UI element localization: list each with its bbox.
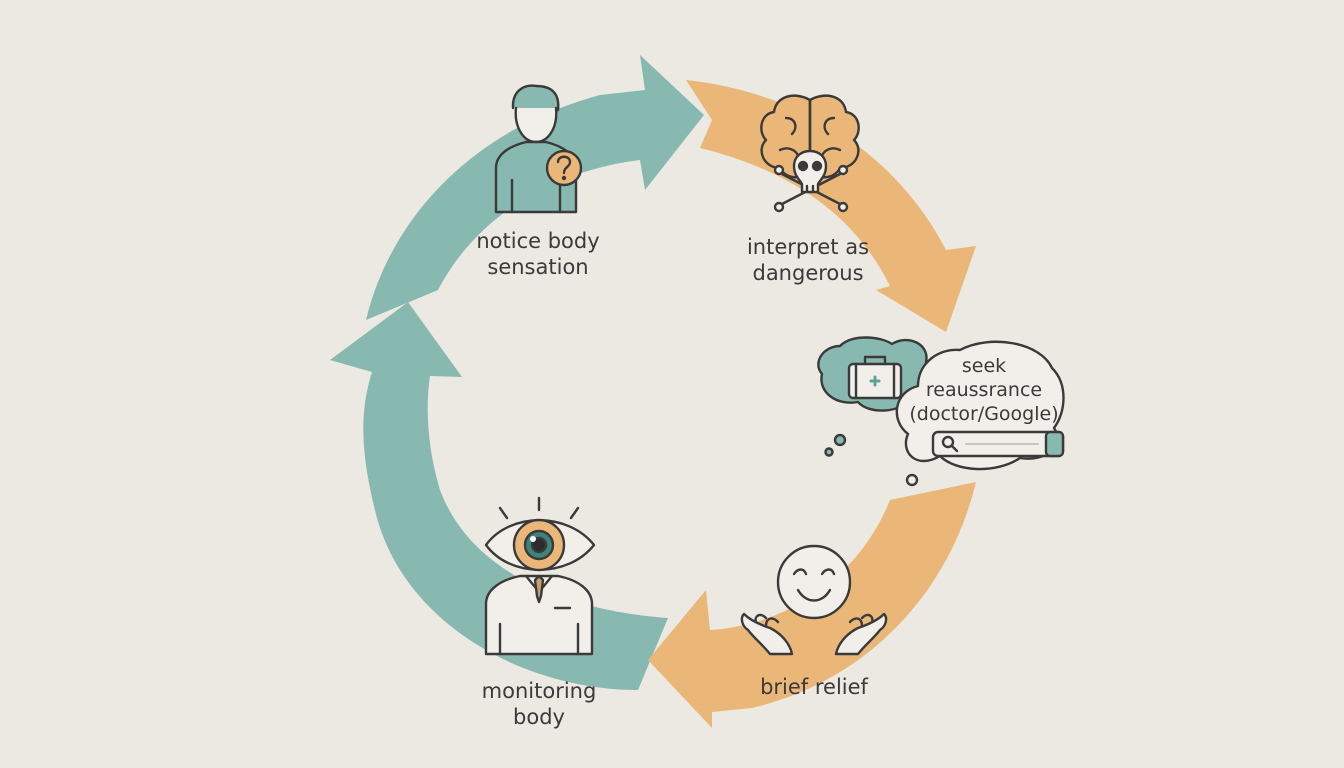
- stage-label-relief: brief relief: [730, 674, 898, 700]
- stage-label-seek-line-2: reaussrance: [925, 379, 1043, 401]
- stage-label-seek: seek reaussrance (doctor/Google): [898, 354, 1070, 426]
- person-question-icon: [494, 84, 583, 214]
- brain-skull-icon: [760, 94, 860, 213]
- stage-label-interpret-line-2: dangerous: [752, 261, 864, 285]
- search-icon: [941, 435, 955, 449]
- stage-label-interpret-line-1: interpret as: [746, 235, 870, 259]
- stage-label-notice-line-2: sensation: [487, 255, 589, 279]
- stage-label-relief-line-1: brief relief: [760, 675, 868, 699]
- stage-label-interpret: interpret as dangerous: [718, 234, 898, 286]
- stage-label-seek-line-3: (doctor/Google): [909, 403, 1059, 425]
- cycle-arrow-monitor-to-notice: [330, 302, 668, 690]
- eye-person-icon: [484, 496, 596, 656]
- stage-label-notice-line-1: notice body: [476, 229, 600, 253]
- stage-label-monitor: monitoring body: [454, 678, 624, 730]
- stage-label-monitor-line-2: body: [513, 705, 565, 729]
- medical-kit-thought-bubble-icon: [817, 336, 1065, 487]
- cycle-arrow-interpret-to-seek: [686, 80, 976, 332]
- stage-label-seek-line-1: seek: [961, 355, 1007, 377]
- stage-label-notice: notice body sensation: [456, 228, 620, 280]
- stage-label-monitor-line-1: monitoring: [481, 679, 597, 703]
- smiley-hands-icon: [740, 544, 888, 656]
